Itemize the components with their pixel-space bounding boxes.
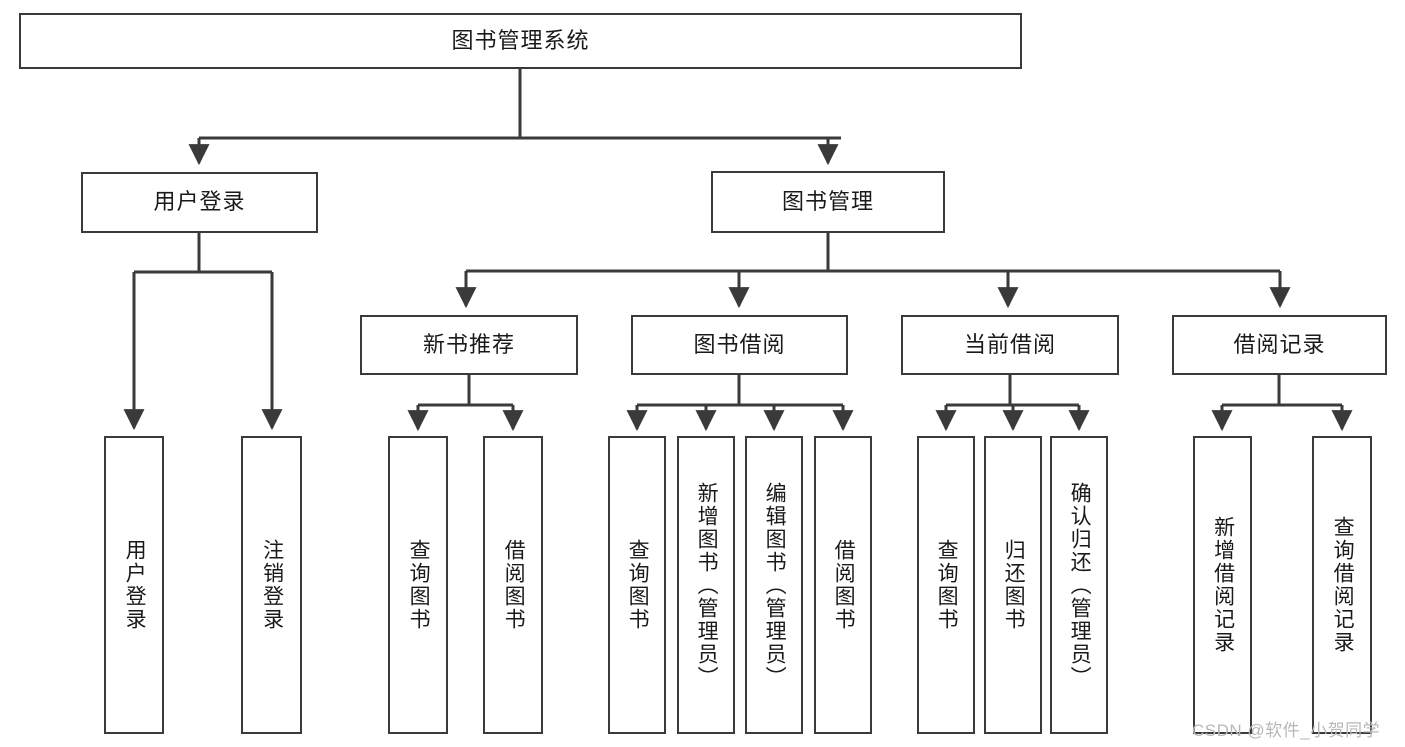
leaf-query-borrow-record[interactable]: 查询借阅记录 bbox=[1312, 436, 1372, 734]
leaf-borrow-books-recommend-label: 借阅图书 bbox=[502, 539, 526, 631]
leaf-query-books-current[interactable]: 查询图书 bbox=[917, 436, 975, 734]
leaf-user-login[interactable]: 用户登录 bbox=[104, 436, 164, 734]
node-book-borrow-label: 图书借阅 bbox=[693, 331, 786, 357]
leaf-edit-book-admin[interactable]: 编辑图书（管理员） bbox=[745, 436, 803, 734]
leaf-add-book-admin-label: 新增图书（管理员） bbox=[695, 481, 719, 689]
leaf-query-books-recommend[interactable]: 查询图书 bbox=[388, 436, 448, 734]
node-borrow-records-label: 借阅记录 bbox=[1233, 331, 1326, 357]
leaf-confirm-return-admin[interactable]: 确认归还（管理员） bbox=[1050, 436, 1108, 734]
node-user-login-label: 用户登录 bbox=[153, 189, 246, 215]
node-book-management[interactable]: 图书管理 bbox=[711, 171, 945, 233]
leaf-add-borrow-record-label: 新增借阅记录 bbox=[1211, 516, 1235, 654]
leaf-query-books-recommend-label: 查询图书 bbox=[407, 539, 431, 631]
leaf-query-borrow-record-label: 查询借阅记录 bbox=[1331, 516, 1355, 654]
leaf-borrow-books-label: 借阅图书 bbox=[832, 539, 856, 631]
node-user-login[interactable]: 用户登录 bbox=[81, 172, 318, 233]
leaf-return-books[interactable]: 归还图书 bbox=[984, 436, 1042, 734]
node-current-borrow[interactable]: 当前借阅 bbox=[901, 315, 1119, 375]
leaf-user-login-label: 用户登录 bbox=[123, 539, 147, 631]
node-root[interactable]: 图书管理系统 bbox=[19, 13, 1022, 69]
leaf-add-book-admin[interactable]: 新增图书（管理员） bbox=[677, 436, 735, 734]
leaf-edit-book-admin-label: 编辑图书（管理员） bbox=[763, 481, 787, 689]
node-borrow-records[interactable]: 借阅记录 bbox=[1172, 315, 1387, 375]
leaf-logout[interactable]: 注销登录 bbox=[241, 436, 302, 734]
leaf-confirm-return-admin-label: 确认归还（管理员） bbox=[1068, 481, 1092, 689]
node-root-label: 图书管理系统 bbox=[451, 27, 590, 53]
node-new-book-recommend-label: 新书推荐 bbox=[422, 331, 515, 357]
leaf-add-borrow-record[interactable]: 新增借阅记录 bbox=[1193, 436, 1252, 734]
node-current-borrow-label: 当前借阅 bbox=[963, 331, 1056, 357]
leaf-query-books-borrow[interactable]: 查询图书 bbox=[608, 436, 666, 734]
csdn-watermark: CSDN @软件_小贺同学 bbox=[1192, 721, 1381, 740]
node-new-book-recommend[interactable]: 新书推荐 bbox=[360, 315, 578, 375]
leaf-logout-label: 注销登录 bbox=[260, 539, 284, 631]
node-book-management-label: 图书管理 bbox=[781, 188, 874, 214]
leaf-query-books-borrow-label: 查询图书 bbox=[626, 539, 650, 631]
leaf-return-books-label: 归还图书 bbox=[1002, 539, 1026, 631]
leaf-borrow-books[interactable]: 借阅图书 bbox=[814, 436, 872, 734]
leaf-query-books-current-label: 查询图书 bbox=[935, 539, 959, 631]
node-book-borrow[interactable]: 图书借阅 bbox=[631, 315, 848, 375]
leaf-borrow-books-recommend[interactable]: 借阅图书 bbox=[483, 436, 543, 734]
